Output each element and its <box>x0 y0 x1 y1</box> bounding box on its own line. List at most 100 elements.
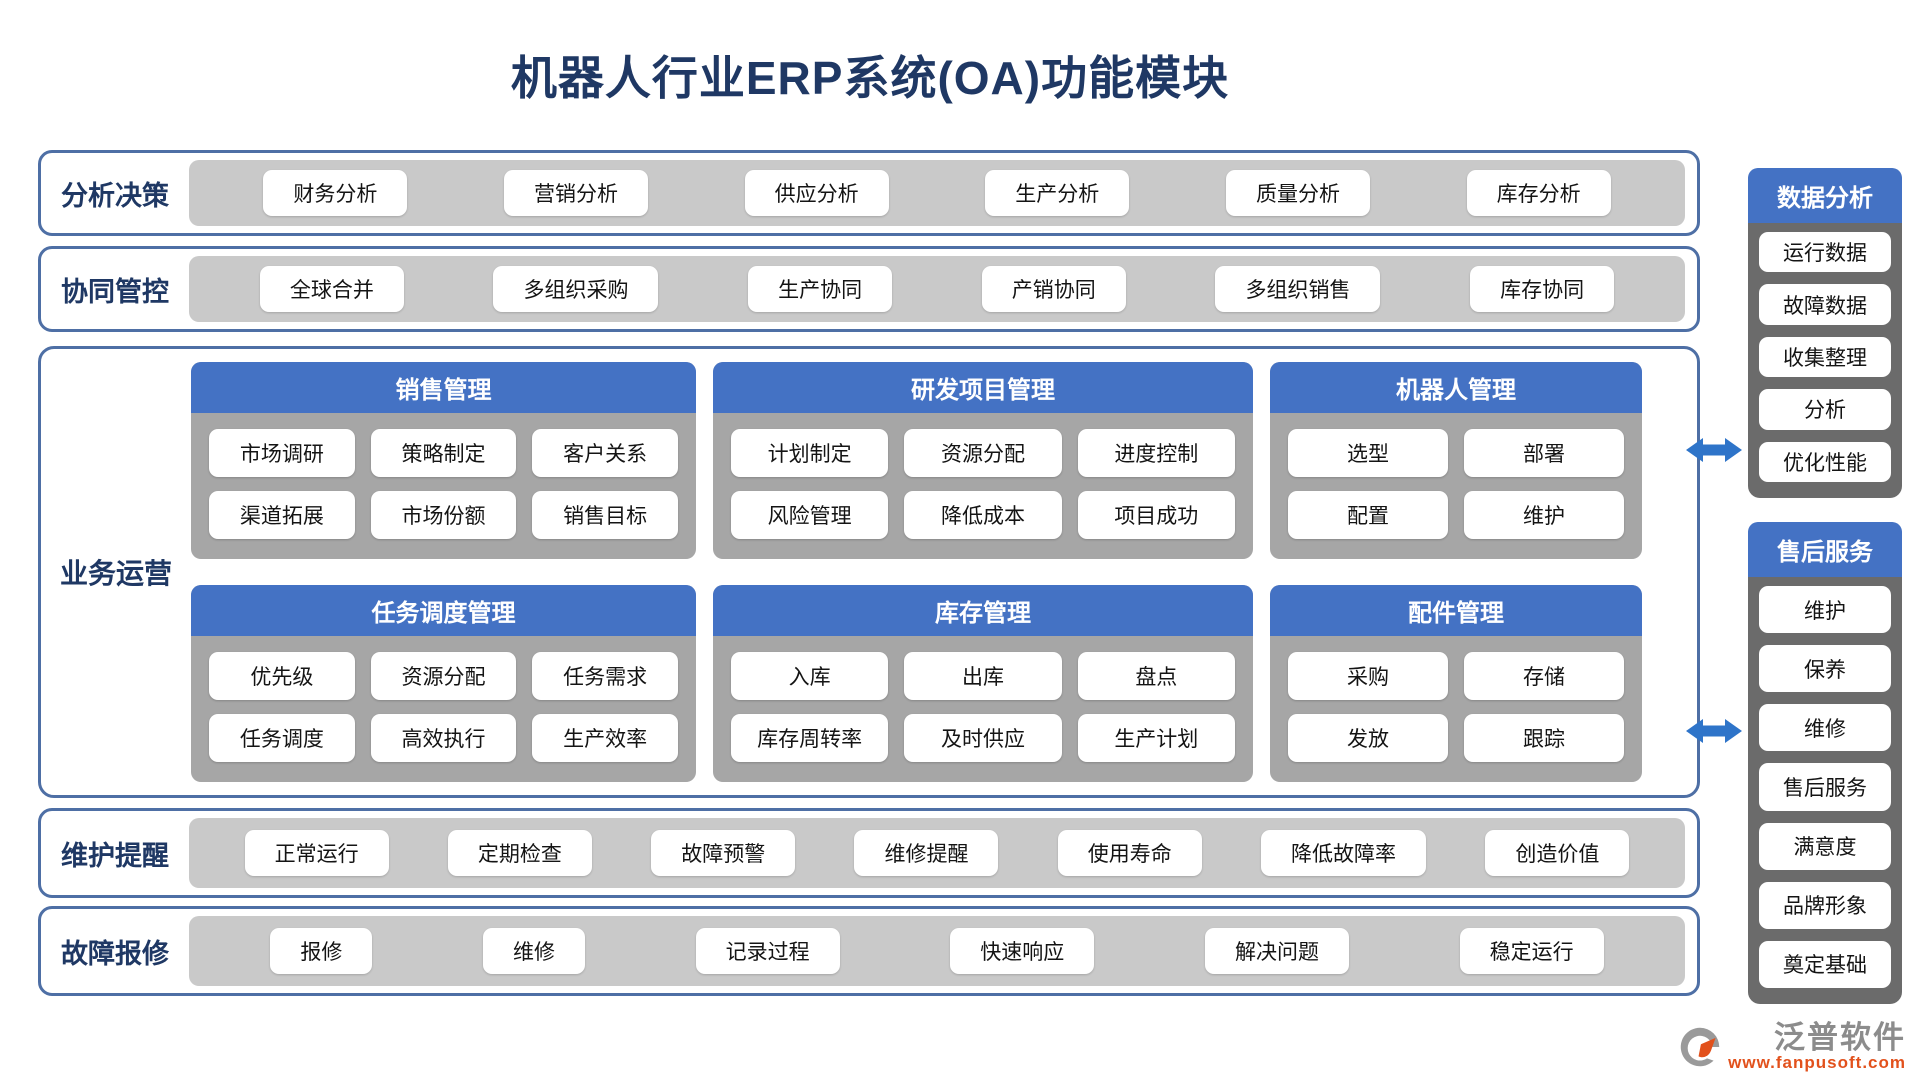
module-button[interactable]: 任务需求 <box>532 652 678 700</box>
vendor-logo-text: 泛普软件 www.fanpusoft.com <box>1728 1019 1906 1073</box>
card-title: 机器人管理 <box>1270 362 1642 413</box>
module-button[interactable]: 计划制定 <box>731 429 889 477</box>
module-chip[interactable]: 营销分析 <box>503 170 648 216</box>
module-button[interactable]: 入库 <box>731 652 889 700</box>
module-chip[interactable]: 报修 <box>270 928 373 974</box>
module-button[interactable]: 保养 <box>1759 645 1891 693</box>
module-button[interactable]: 降低成本 <box>904 491 1062 539</box>
module-button[interactable]: 存储 <box>1464 652 1624 700</box>
module-chip[interactable]: 库存协同 <box>1470 266 1615 312</box>
module-chip[interactable]: 快速响应 <box>950 928 1095 974</box>
module-button[interactable]: 资源分配 <box>370 652 517 700</box>
module-button[interactable]: 库存周转率 <box>731 714 889 762</box>
module-button[interactable]: 品牌形象 <box>1759 881 1891 929</box>
module-button[interactable]: 售后服务 <box>1759 763 1891 811</box>
module-button[interactable]: 销售目标 <box>532 491 678 539</box>
module-chip[interactable]: 生产分析 <box>985 170 1130 216</box>
module-chip[interactable]: 财务分析 <box>263 170 408 216</box>
module-button[interactable]: 渠道拓展 <box>209 491 355 539</box>
card-title: 配件管理 <box>1270 585 1642 636</box>
module-button[interactable]: 维修 <box>1759 704 1891 752</box>
module-button[interactable]: 风险管理 <box>731 491 889 539</box>
module-chip[interactable]: 降低故障率 <box>1261 830 1427 876</box>
module-chip[interactable]: 全球合并 <box>259 266 404 312</box>
module-button[interactable]: 盘点 <box>1077 652 1235 700</box>
card-parts-management: 配件管理 采购存储发放跟踪 <box>1270 585 1642 782</box>
row-analysis-decision: 分析决策 财务分析 营销分析 供应分析 生产分析 质量分析 库存分析 <box>38 150 1700 236</box>
module-button[interactable]: 出库 <box>904 652 1062 700</box>
module-button[interactable]: 客户关系 <box>532 429 678 477</box>
module-button[interactable]: 及时供应 <box>904 714 1062 762</box>
module-button[interactable]: 收集整理 <box>1759 336 1891 378</box>
module-button[interactable]: 部署 <box>1464 429 1624 477</box>
module-chip[interactable]: 多组织采购 <box>493 266 659 312</box>
card-body: 选型部署配置维护 <box>1270 413 1642 559</box>
vendor-url: www.fanpusoft.com <box>1728 1053 1906 1073</box>
card-rnd-project-management: 研发项目管理 计划制定资源分配进度控制风险管理降低成本项目成功 <box>713 362 1253 559</box>
vendor-name: 泛普软件 <box>1774 1019 1906 1055</box>
double-arrow-icon <box>1686 438 1742 462</box>
module-button[interactable]: 配置 <box>1288 491 1448 539</box>
module-button[interactable]: 故障数据 <box>1759 284 1891 325</box>
module-button[interactable]: 满意度 <box>1759 822 1891 870</box>
row-label: 分析决策 <box>61 180 169 211</box>
module-button[interactable]: 跟踪 <box>1464 714 1624 762</box>
module-button[interactable]: 高效执行 <box>370 714 517 762</box>
module-chip[interactable]: 定期检查 <box>447 830 592 876</box>
module-chip[interactable]: 故障预警 <box>651 830 796 876</box>
page-title: 机器人行业ERP系统(OA)功能模块 <box>510 52 1230 104</box>
module-button[interactable]: 优化性能 <box>1759 441 1891 483</box>
card-inventory-management: 库存管理 入库出库盘点库存周转率及时供应生产计划 <box>713 585 1253 782</box>
module-button[interactable]: 生产效率 <box>532 714 678 762</box>
module-button[interactable]: 维护 <box>1464 491 1624 539</box>
module-button[interactable]: 优先级 <box>209 652 355 700</box>
module-chip[interactable]: 生产协同 <box>748 266 893 312</box>
card-task-scheduling-management: 任务调度管理 优先级资源分配任务需求任务调度高效执行生产效率 <box>191 585 696 782</box>
module-button[interactable]: 采购 <box>1288 652 1448 700</box>
module-button[interactable]: 任务调度 <box>209 714 355 762</box>
module-button[interactable]: 市场份额 <box>370 491 517 539</box>
module-button[interactable]: 发放 <box>1288 714 1448 762</box>
module-button[interactable]: 奠定基础 <box>1759 940 1891 988</box>
module-chip[interactable]: 供应分析 <box>744 170 889 216</box>
module-button[interactable]: 策略制定 <box>370 429 517 477</box>
card-body: 入库出库盘点库存周转率及时供应生产计划 <box>713 636 1253 782</box>
module-button[interactable]: 生产计划 <box>1077 714 1235 762</box>
module-chip[interactable]: 维修提醒 <box>854 830 999 876</box>
module-button[interactable]: 进度控制 <box>1077 429 1235 477</box>
module-button[interactable]: 项目成功 <box>1077 491 1235 539</box>
panel-after-sales-service: 售后服务 维护保养维修售后服务满意度品牌形象奠定基础 <box>1748 522 1902 1004</box>
module-chip[interactable]: 使用寿命 <box>1057 830 1202 876</box>
module-button[interactable]: 运行数据 <box>1759 232 1891 273</box>
business-operations-box: 业务运营 销售管理 市场调研策略制定客户关系渠道拓展市场份额销售目标 研发项目管… <box>38 346 1700 798</box>
card-title: 研发项目管理 <box>713 362 1253 413</box>
module-button[interactable]: 市场调研 <box>209 429 355 477</box>
row-label: 故障报修 <box>61 938 169 969</box>
row-track: 财务分析 营销分析 供应分析 生产分析 质量分析 库存分析 <box>189 160 1685 226</box>
module-button[interactable]: 分析 <box>1759 389 1891 430</box>
fanpu-logo-icon <box>1680 1027 1720 1067</box>
module-chip[interactable]: 记录过程 <box>695 928 840 974</box>
module-chip[interactable]: 解决问题 <box>1204 928 1349 974</box>
module-chip[interactable]: 库存分析 <box>1466 170 1611 216</box>
card-body: 优先级资源分配任务需求任务调度高效执行生产效率 <box>191 636 696 782</box>
row-label: 维护提醒 <box>61 840 169 871</box>
module-chip[interactable]: 稳定运行 <box>1459 928 1604 974</box>
double-arrow-icon <box>1686 719 1742 743</box>
module-button[interactable]: 维护 <box>1759 586 1891 634</box>
module-button[interactable]: 选型 <box>1288 429 1448 477</box>
panel-body: 维护保养维修售后服务满意度品牌形象奠定基础 <box>1748 580 1902 994</box>
panel-data-analysis: 数据分析 运行数据故障数据收集整理分析优化性能 <box>1748 168 1902 498</box>
module-chip[interactable]: 正常运行 <box>244 830 389 876</box>
card-robot-management: 机器人管理 选型部署配置维护 <box>1270 362 1642 559</box>
module-button[interactable]: 资源分配 <box>904 429 1062 477</box>
module-chip[interactable]: 质量分析 <box>1225 170 1370 216</box>
card-body: 市场调研策略制定客户关系渠道拓展市场份额销售目标 <box>191 413 696 559</box>
panel-title: 数据分析 <box>1748 168 1902 223</box>
module-chip[interactable]: 维修 <box>482 928 585 974</box>
module-chip[interactable]: 多组织销售 <box>1215 266 1381 312</box>
module-chip[interactable]: 产销协同 <box>981 266 1126 312</box>
vendor-logo: 泛普软件 www.fanpusoft.com <box>1678 1019 1906 1073</box>
module-chip[interactable]: 创造价值 <box>1485 830 1630 876</box>
